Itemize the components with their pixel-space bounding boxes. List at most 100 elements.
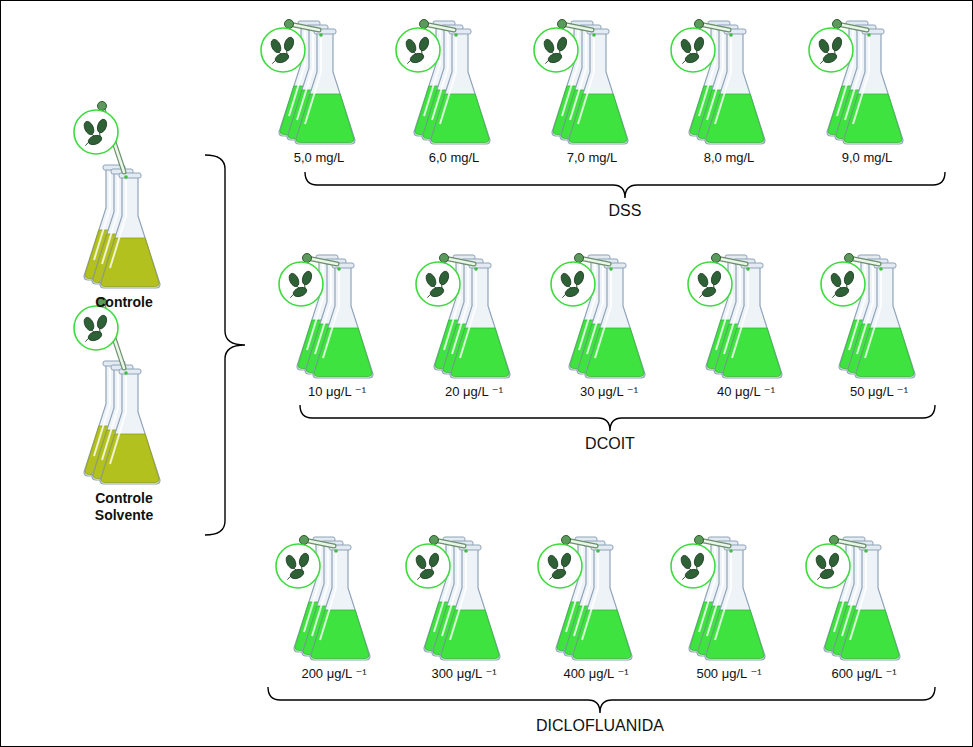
algae-cell: [436, 270, 450, 290]
cell-body: [817, 38, 831, 54]
flask-liquid: [314, 328, 372, 377]
cell-body: [546, 554, 560, 570]
cell-flagellum: [549, 576, 553, 579]
flask-liquid: [844, 94, 902, 143]
pipette-bulb: [695, 536, 704, 545]
magnifier-circle: [416, 262, 460, 306]
flask-triplet: [827, 21, 903, 144]
algae-cell: [697, 286, 717, 300]
pipette-bulb: [430, 536, 439, 545]
algae-cell: [818, 52, 838, 66]
cell-body: [679, 554, 693, 570]
pipette-bulb: [285, 20, 294, 29]
algae-pipette-icon: [74, 102, 128, 179]
magnifier-circle: [538, 544, 582, 588]
algae-cell: [560, 286, 580, 300]
flask-triplet: [689, 537, 765, 660]
algae-cell: [841, 270, 855, 290]
cell-flagellum: [290, 294, 294, 297]
algae-cell: [405, 52, 425, 66]
glass-highlight: [853, 36, 869, 124]
flask-triplet: [556, 537, 632, 660]
cell-body: [693, 36, 706, 52]
cell-body: [96, 314, 109, 330]
algae-cell: [571, 270, 585, 290]
cell-body: [428, 552, 441, 568]
flask-triplet: [839, 255, 915, 378]
cell-body: [573, 270, 586, 286]
cell-body: [559, 272, 573, 288]
flask-triplet: [706, 255, 782, 378]
pipette-bulb: [575, 254, 584, 263]
cell-body: [429, 286, 445, 299]
cell-body: [822, 52, 838, 65]
group-bracket: [305, 172, 945, 198]
cell-body: [82, 120, 96, 136]
drop: [124, 371, 128, 375]
algae-pipette-icon: [276, 536, 338, 589]
algae-cell: [815, 568, 835, 582]
control-label: Controle Solvente: [79, 490, 169, 524]
magnifier-circle: [551, 262, 595, 306]
cell-flagellum: [427, 294, 431, 297]
cell-body: [298, 552, 311, 568]
glass-highlight: [323, 270, 339, 358]
cell-body: [693, 552, 706, 568]
flask-triplet: [294, 537, 370, 660]
algae-cell: [299, 270, 313, 290]
flask-triplet: [424, 537, 500, 660]
cell-flagellum: [682, 576, 686, 579]
cell-body: [834, 286, 850, 299]
algae-pipette-icon: [538, 536, 600, 589]
drop: [334, 549, 338, 553]
algae-cell: [691, 36, 705, 56]
algae-cell: [83, 134, 103, 148]
cell-flagellum: [817, 576, 821, 579]
cell-body: [409, 52, 425, 65]
flask-triplet: [297, 255, 373, 378]
algae-pipette-icon: [534, 20, 596, 73]
cell-body: [418, 36, 431, 52]
cell-body: [564, 286, 580, 299]
cell-body: [828, 552, 841, 568]
cell-flagellum: [85, 338, 89, 341]
cell-body: [87, 330, 103, 343]
flask-triplet: [84, 361, 160, 484]
algae-cell: [94, 314, 108, 334]
algae-pipette-icon: [671, 20, 733, 73]
algae-cell: [543, 52, 563, 66]
concentration-label: 50 μg/L ⁻¹: [850, 384, 908, 400]
cell-body: [283, 36, 296, 52]
algae-cell: [680, 568, 700, 582]
cell-body: [684, 568, 700, 581]
algae-cell: [94, 118, 108, 138]
glass-highlight: [732, 270, 748, 358]
cell-flagellum: [85, 142, 89, 145]
algae-cell: [554, 36, 568, 56]
flask-triplet: [279, 21, 355, 144]
glass-highlight: [110, 180, 126, 268]
cell-flagellum: [407, 60, 411, 63]
concentration-label: 40 μg/L ⁻¹: [717, 384, 775, 400]
cell-body: [414, 554, 428, 570]
cell-body: [284, 554, 298, 570]
cell-body: [679, 38, 693, 54]
cell-body: [438, 270, 451, 286]
concentration-label: 9,0 mg/L: [842, 150, 893, 166]
flask-glass: [100, 372, 160, 484]
algae-pipette-icon: [821, 254, 883, 307]
control-label: Controle: [79, 294, 169, 311]
algae-cell: [558, 552, 572, 572]
cell-flagellum: [545, 60, 549, 63]
flask-liquid: [573, 610, 631, 659]
glass-highlight: [450, 552, 466, 640]
algae-cell: [270, 52, 290, 66]
algae-cell: [826, 552, 840, 572]
cell-body: [542, 38, 556, 54]
pipette-bulb: [845, 254, 854, 263]
drop: [746, 267, 750, 271]
magnifier-circle: [534, 28, 578, 72]
